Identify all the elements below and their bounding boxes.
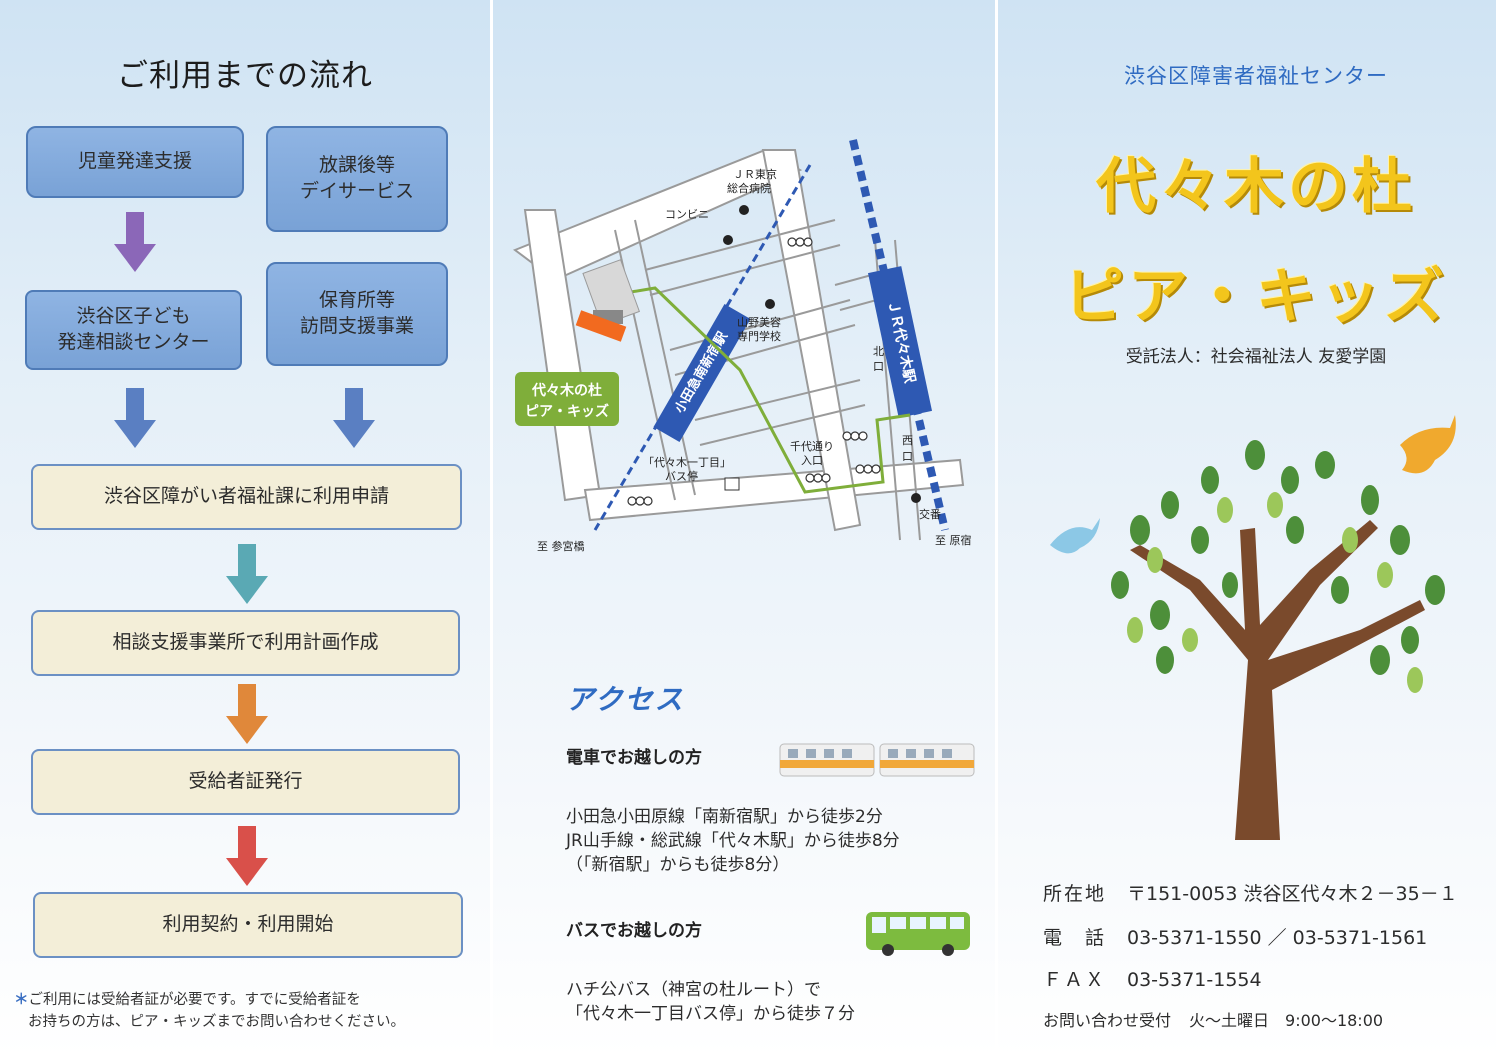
map-bus-stop-2: バス停	[665, 469, 698, 483]
step-apply-label: 渋谷区障がい者福祉課に利用申請	[103, 485, 389, 508]
hours-value: 火～土曜日 9:00～18:00	[1189, 1011, 1384, 1030]
cover-title-line2: ピア・キッズ	[1064, 262, 1448, 332]
certificate-note: ＊ご利用には受給者証が必要です。すでに受給者証を お持ちの方は、ピア・キッズまで…	[14, 990, 490, 1034]
map-north-exit-2: 口	[873, 360, 884, 373]
map-beauty-school-2: 専門学校	[737, 329, 781, 343]
box-afterschool-line2: デイサービス	[299, 180, 414, 202]
step-cert-label: 受給者証発行	[188, 770, 303, 793]
map-police-box: 交番	[919, 507, 941, 521]
map-bus-stop-1: 「代々木一丁目」	[643, 456, 731, 469]
step-create-usage-plan: 相談支援事業所で利用計画作成	[31, 610, 460, 676]
map-facility-label-2: ピア・キッズ	[525, 403, 609, 420]
flow-panel: ご利用までの流れ 児童発達支援 放課後等 デイサービス 渋谷区子ども 発達相談セ…	[0, 0, 490, 1058]
box-consult-line1: 渋谷区子ども	[76, 305, 191, 328]
arrow-down-icon	[114, 388, 156, 448]
train-line1: 小田急小田原線「南新宿駅」から徒歩2分	[566, 807, 883, 827]
map-chiyoda-2: 入口	[801, 454, 823, 467]
note-line2: お持ちの方は、ピア・キッズまでお問い合わせください。	[28, 1013, 405, 1030]
box-consult-line2: 発達相談センター	[57, 331, 210, 353]
phone-value: 03-5371-1550 ／ 03-5371-1561	[1127, 927, 1428, 949]
phone-label: 電 話	[1043, 927, 1107, 949]
hours-row: お問い合わせ受付火～土曜日 9:00～18:00	[1043, 1007, 1383, 1031]
map-facility-label-1: 代々木の杜	[531, 382, 602, 399]
train-line3: （「新宿駅」からも徒歩8分）	[566, 855, 790, 876]
access-map: ＪＲ代々木駅 小田急南新宿駅 代々木の杜 ピア・キッズ ＪＲ東京 総合病院 コン…	[512, 139, 972, 553]
fax-value: 03-5371-1554	[1127, 969, 1262, 991]
center-name: 渋谷区障害者福祉センター	[1124, 64, 1388, 88]
map-convenience: コンビニ	[665, 208, 709, 221]
address-label: 所在地	[1043, 883, 1107, 905]
bus-heading: バスでお越しの方	[566, 921, 702, 941]
map-west-exit-1: 西	[902, 434, 913, 447]
bus-line2: 「代々木一丁目バス停」から徒歩７分	[566, 1004, 855, 1025]
map-hospital-2: 総合病院	[727, 181, 771, 195]
train-icon	[779, 743, 975, 777]
box-nursery-line1: 保育所等	[318, 289, 395, 312]
step-plan-label: 相談支援事業所で利用計画作成	[112, 631, 379, 654]
hours-label: お問い合わせ受付	[1043, 1011, 1172, 1030]
access-title: アクセス	[566, 683, 685, 716]
box-child-development: 児童発達支援	[26, 126, 244, 198]
train-directions: 小田急小田原線「南新宿駅」から徒歩2分 JR山手線・総武線「代々木駅」から徒歩8…	[566, 805, 900, 877]
arrow-down-icon	[226, 544, 268, 604]
train-line2: JR山手線・総武線「代々木駅」から徒歩8分	[566, 831, 900, 852]
phone-row: 電 話 03-5371-1550 ／ 03-5371-1561	[1043, 923, 1427, 950]
train-heading: 電車でお越しの方	[566, 748, 702, 768]
box-afterschool-day-service: 放課後等 デイサービス	[266, 126, 448, 232]
fax-row: ＦＡＸ 03-5371-1554	[1043, 965, 1262, 992]
arrow-down-icon	[226, 826, 268, 886]
fold-line	[490, 0, 493, 1058]
arrow-down-icon	[226, 684, 268, 744]
box-afterschool-line1: 放課後等	[318, 154, 395, 177]
flow-title: ご利用までの流れ	[117, 58, 373, 94]
step-contract-label: 利用契約・利用開始	[162, 913, 334, 936]
box-nursery-line2: 訪問支援事業	[299, 315, 414, 337]
arrow-down-icon	[114, 212, 156, 272]
bus-line1: ハチ公バス（神宮の杜ルート）で	[566, 980, 821, 1000]
map-west-exit-2: 口	[902, 450, 913, 463]
trustee-text: 受託法人：社会福祉法人 友愛学園	[1125, 347, 1387, 367]
map-to-sangubashi: 至 参宮橋	[537, 539, 585, 553]
map-north-exit-1: 北	[873, 345, 884, 358]
address-value: 〒151-0053 渋谷区代々木２－35－１	[1127, 883, 1458, 905]
box-nursery-visit-support: 保育所等 訪問支援事業	[266, 262, 448, 366]
address-row: 所在地〒151-0053 渋谷区代々木２－35－１	[1043, 879, 1458, 906]
map-hospital-1: ＪＲ東京	[733, 167, 777, 181]
map-chiyoda-1: 千代通り	[790, 440, 834, 453]
bus-icon	[866, 912, 970, 956]
bus-directions: ハチ公バス（神宮の杜ルート）で 「代々木一丁目バス停」から徒歩７分	[566, 978, 855, 1026]
fax-label: ＦＡＸ	[1043, 969, 1107, 991]
fold-line	[995, 0, 998, 1058]
box-shibuya-child-consult-center: 渋谷区子ども 発達相談センター	[25, 290, 242, 370]
note-line1: ご利用には受給者証が必要です。すでに受給者証を	[28, 992, 361, 1008]
map-beauty-school-1: 山野美容	[737, 315, 781, 329]
arrow-down-icon	[333, 388, 375, 448]
box-child-development-label: 児童発達支援	[77, 150, 192, 173]
step-issue-certificate: 受給者証発行	[31, 749, 460, 815]
step-apply-welfare-division: 渋谷区障がい者福祉課に利用申請	[31, 464, 462, 530]
step-contract-start: 利用契約・利用開始	[33, 892, 463, 958]
tree-illustration-icon	[1050, 415, 1456, 840]
note-asterisk: ＊	[14, 992, 29, 1008]
map-to-harajuku: 至 原宿	[935, 533, 972, 547]
cover-title-line1: 代々木の杜	[1096, 152, 1416, 222]
